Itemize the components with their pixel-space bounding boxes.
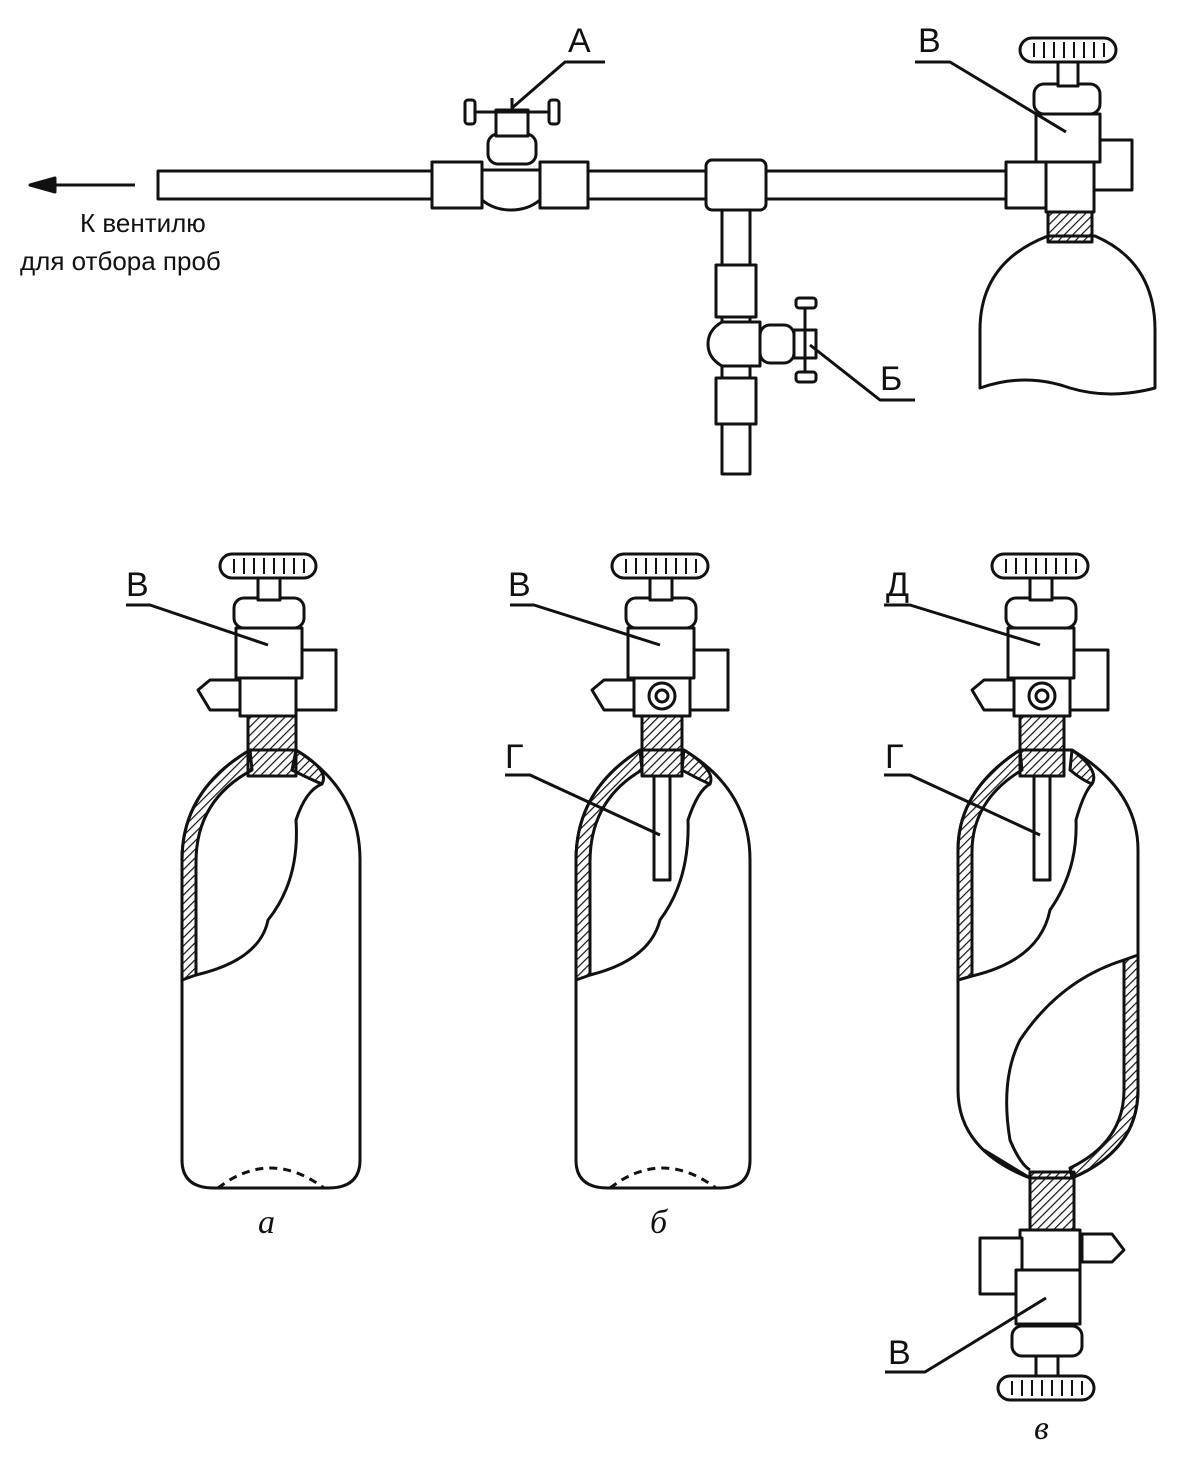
sampling-manifold	[28, 36, 1157, 476]
valve-b-branch	[706, 208, 818, 476]
label-valve-b: Б	[880, 360, 903, 398]
cylinder-a	[180, 552, 362, 1190]
label-valve-v-top: В	[918, 22, 941, 60]
outlet-note-line1: К вентилю	[80, 208, 206, 238]
valve-a	[463, 98, 561, 212]
caption-a: а	[258, 1204, 275, 1241]
label-fig-a-valve: В	[126, 566, 149, 604]
cylinder-v	[956, 552, 1140, 1402]
label-valve-a: А	[568, 22, 591, 60]
label-fig-v-tube: Г	[885, 738, 904, 776]
label-fig-v-bottom-valve: В	[888, 1334, 911, 1372]
label-fig-b-valve: В	[508, 566, 531, 604]
cylinder-top-right	[978, 36, 1157, 396]
cylinder-b	[574, 552, 752, 1190]
caption-b: б	[650, 1204, 668, 1241]
leader-lines	[126, 60, 1067, 1374]
caption-v: в	[1034, 1410, 1049, 1447]
label-fig-v-top-valve: Д	[886, 566, 910, 604]
label-fig-b-tube: Г	[505, 738, 524, 776]
outlet-note-line2: для отбора проб	[20, 246, 221, 276]
